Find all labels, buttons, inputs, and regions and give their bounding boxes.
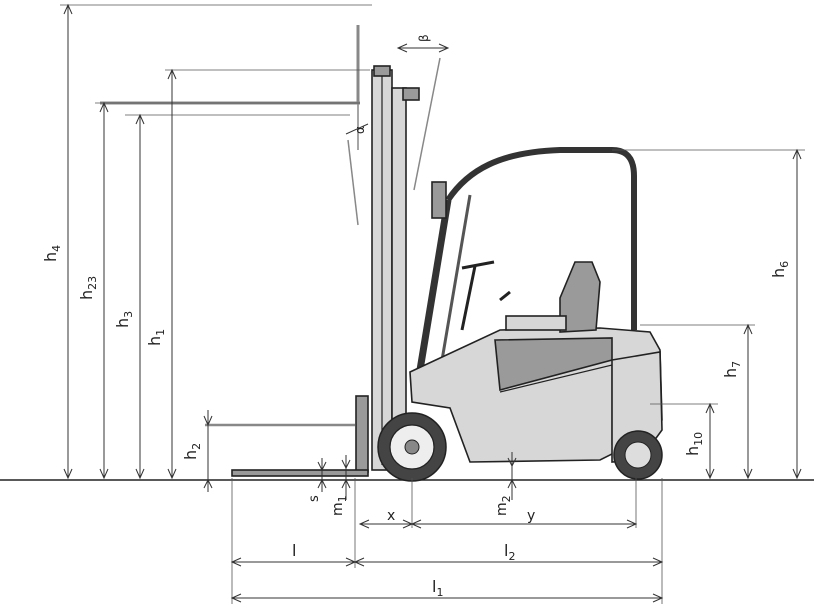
label-alpha: α	[353, 126, 367, 134]
work-light	[431, 181, 447, 219]
label-h6: h6	[769, 261, 791, 278]
label-m1: m1	[330, 495, 349, 516]
label-m2: m2	[494, 495, 513, 516]
guard-front-post	[416, 199, 452, 371]
lowered-fork	[231, 469, 369, 477]
label-x: x	[387, 508, 395, 524]
label-h3: h3	[113, 311, 135, 328]
tilt-ghost-back	[347, 139, 359, 226]
steering-wheel	[461, 260, 495, 270]
label-s: s	[307, 495, 322, 502]
extension-lines	[60, 4, 805, 604]
label-l: l	[292, 541, 296, 560]
dimension-labels: h4 h23 h3 h1 h2 h6 h7 h10 s m1 m2 x y l …	[41, 34, 791, 599]
label-h2: h2	[181, 443, 203, 460]
label-h4: h4	[41, 245, 63, 262]
label-h10: h10	[683, 432, 705, 456]
fork-carriage	[355, 395, 369, 473]
dimension-lines	[63, 3, 802, 603]
tilt-ghost-front	[413, 57, 441, 191]
label-h1: h1	[145, 329, 167, 346]
label-beta: β	[417, 34, 431, 42]
dim-alpha	[345, 123, 369, 135]
label-h7: h7	[721, 361, 743, 378]
overhead-guard	[445, 147, 637, 330]
mast-inner	[391, 87, 407, 469]
label-l2: l2	[504, 541, 515, 563]
forklift-truck	[100, 25, 663, 482]
label-y: y	[527, 508, 535, 524]
operator-seat	[559, 261, 601, 333]
label-h23: h23	[77, 276, 99, 300]
label-l1: l1	[432, 577, 443, 599]
